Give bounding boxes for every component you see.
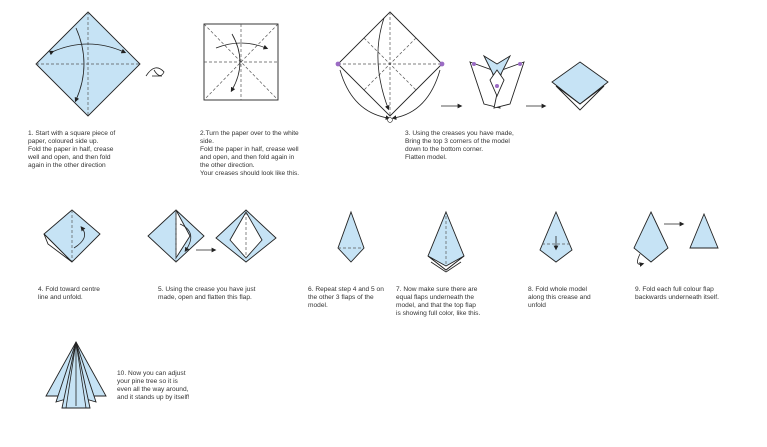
caption-line: along this crease and (528, 294, 591, 301)
caption-line: 6. Repeat step 4 and 5 on (308, 286, 384, 293)
step2-diagram (203, 23, 279, 101)
caption-line: 5. Using the crease you have just (158, 286, 256, 293)
caption-line: equal flaps underneath the (396, 294, 475, 301)
caption-line: Fold the paper in half, crease well (200, 146, 299, 153)
step4-diagram (43, 209, 101, 263)
step3-caption: 3. Using the creases you have made,Bring… (405, 130, 514, 162)
caption-line: down to the bottom corner. (405, 146, 484, 153)
caption-line: Bring the top 3 corners of the model (405, 138, 510, 145)
step9-diagram (633, 210, 719, 267)
caption-line: 10. Now you can adjust (117, 370, 186, 377)
step8-diagram (539, 210, 573, 263)
caption-line: made, open and flatten this flap. (158, 294, 252, 301)
step10-pine-tree (45, 341, 107, 409)
caption-line: and open, and then fold again in (200, 154, 295, 161)
caption-line: 3. Using the creases you have made, (405, 130, 514, 137)
caption-line: 9. Fold each full colour flap (635, 286, 714, 293)
step7-diagram (427, 210, 465, 273)
caption-line: backwards underneath itself. (635, 294, 719, 301)
caption-line: line and unfold. (38, 294, 83, 301)
step1-diagram (35, 11, 165, 117)
caption-line: unfold (528, 302, 546, 309)
caption-line: your pine tree so it is (117, 378, 178, 385)
caption-line: 7. Now make sure there are (396, 286, 478, 293)
caption-line: 4. Fold toward centre (38, 286, 100, 293)
caption-line: and it stands up by itself! (117, 394, 190, 401)
caption-line: well and open, and then fold (28, 154, 111, 161)
caption-line: model, and that the top flap (396, 302, 476, 309)
caption-line: the other 3 flaps of the (308, 294, 374, 301)
caption-line: side. (200, 138, 214, 145)
caption-line: again in the other direction (28, 162, 106, 169)
caption-line: 1. Start with a square piece of (28, 130, 116, 137)
caption-line: even all the way around, (117, 386, 189, 393)
caption-line: is showing full color, like this. (396, 310, 481, 317)
caption-line: the other direction. (200, 162, 255, 169)
step3-diagram (335, 11, 609, 123)
caption-line: paper, coloured side up. (28, 138, 99, 145)
caption-line: Flatten model. (405, 154, 447, 161)
caption-line: model. (308, 302, 328, 309)
caption-line: Your creases should look like this. (200, 170, 300, 177)
caption-line: 2.Turn the paper over to the white (200, 130, 299, 137)
step6-diagram (337, 210, 365, 263)
turn-over-icon (145, 67, 165, 77)
caption-line: Fold the paper in half, crease (28, 146, 114, 153)
caption-line: 8. Fold whole model (528, 286, 588, 293)
step5-diagram (147, 209, 277, 263)
